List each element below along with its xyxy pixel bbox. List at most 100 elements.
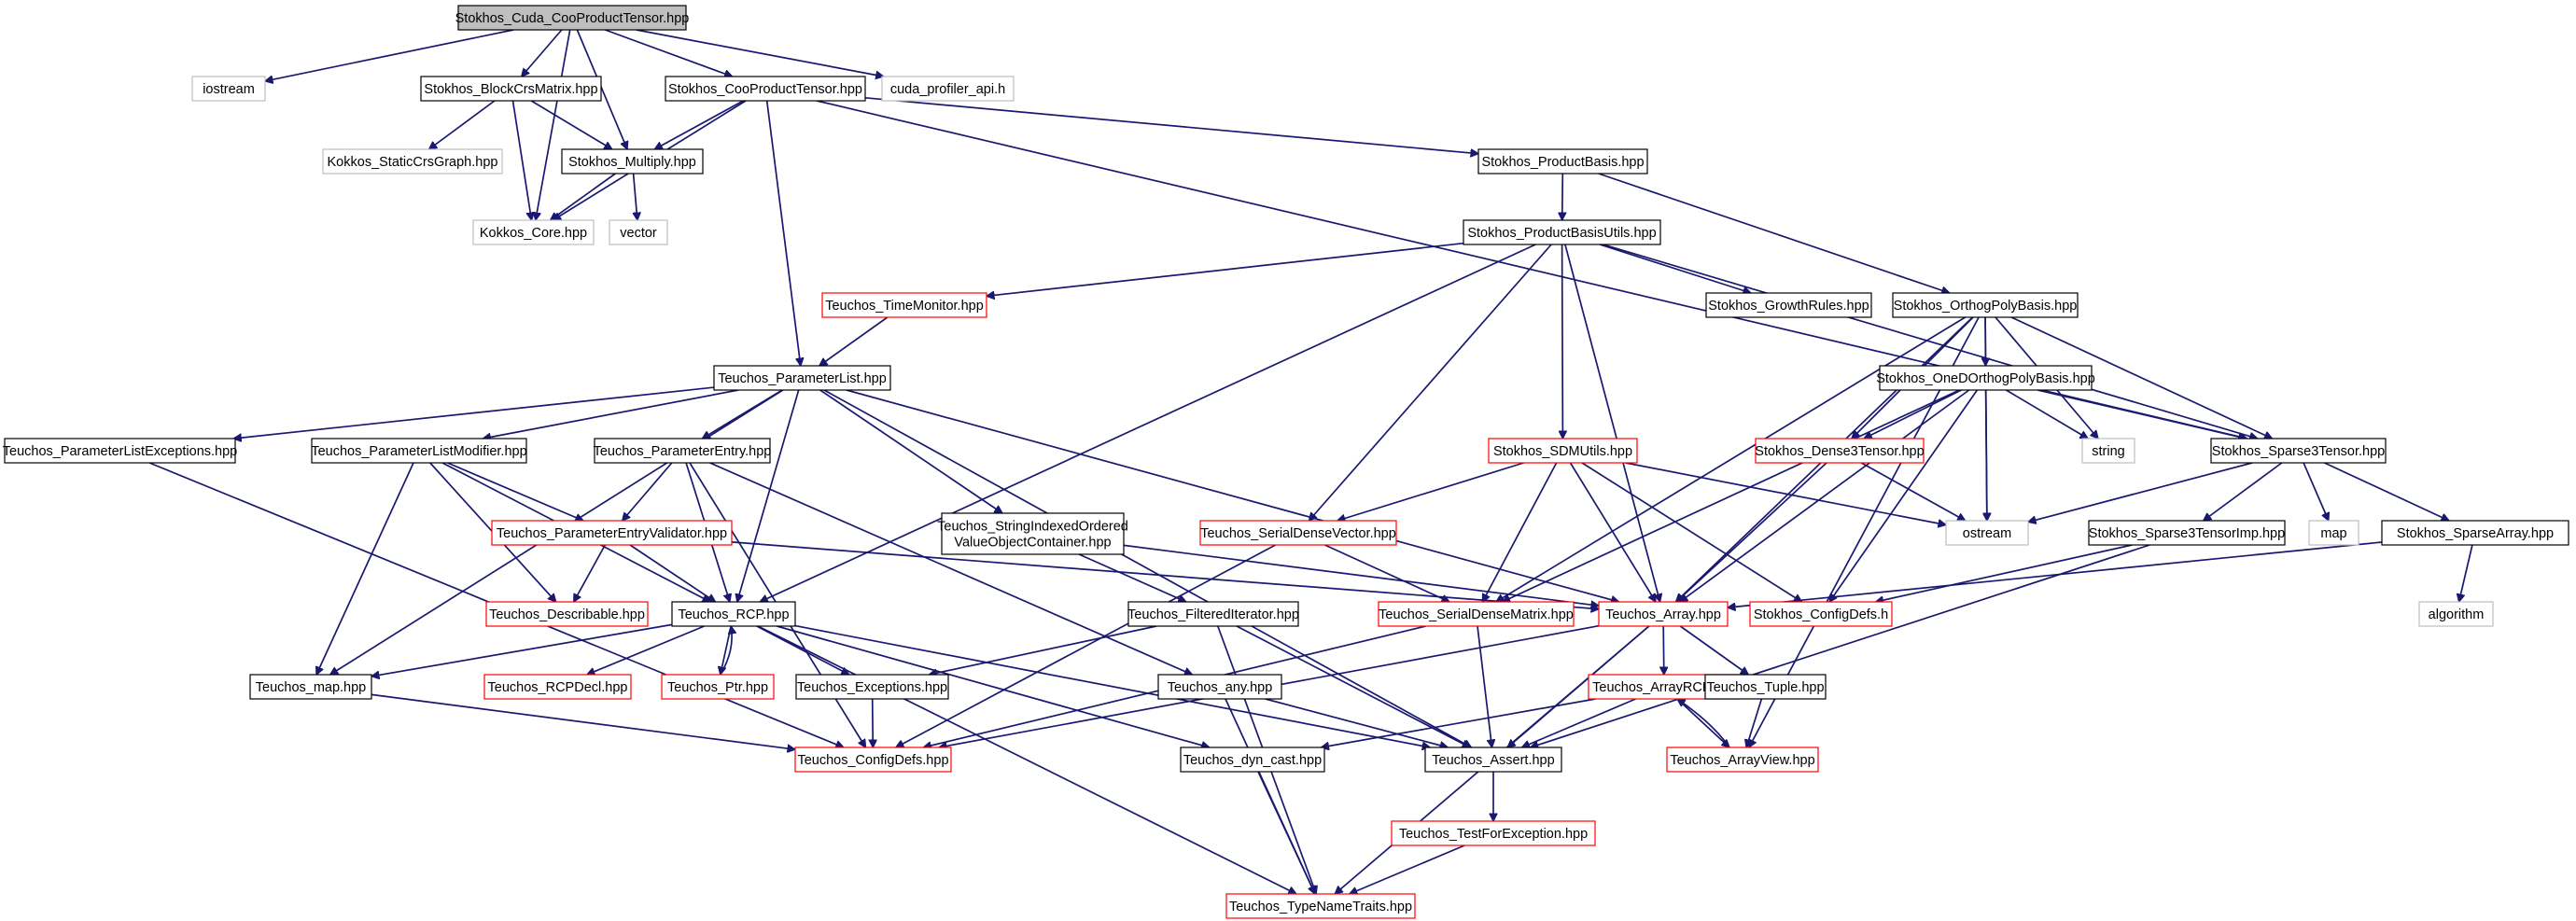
node-box [1892,292,2079,318]
edge-root-to-cudaprof [636,29,884,77]
node-stringindexed[interactable]: Teuchos_StringIndexedOrderedValueObjectC… [937,512,1128,555]
edge-paramlistmod-to-paramentryval [447,462,584,521]
edge-sparse3-to-sparsearray [2324,462,2450,521]
node-box [609,219,668,245]
edge-paramlist-to-rcp [737,389,800,602]
node-sparsearray[interactable]: Stokhos_SparseArray.hpp [2381,520,2569,546]
node-serialdensevec[interactable]: Teuchos_SerialDenseVector.hpp [1199,520,1397,546]
node-label: Stokhos_Sparse3TensorImp.hpp [2089,526,2285,541]
node-paramentry[interactable]: Teuchos_ParameterEntry.hpp [594,438,772,464]
node-vector[interactable]: vector [609,219,668,245]
node-pbutils[interactable]: Stokhos_ProductBasisUtils.hpp [1463,219,1661,245]
node-label: Kokkos_StaticCrsGraph.hpp [328,155,498,170]
node-label: vector [620,226,657,241]
edge-pbutils-to-tarray [1564,244,1660,602]
node-paramlistexc[interactable]: Teuchos_ParameterListExceptions.hpp [3,438,237,464]
node-algorithm[interactable]: algorithm [2418,601,2494,627]
edge-paramlist-to-tarray [846,389,1619,602]
node-box [4,438,236,464]
node-rcpdecl[interactable]: Teuchos_RCPDecl.hpp [483,674,632,700]
node-exceptions[interactable]: Teuchos_Exceptions.hpp [795,674,949,700]
edge-tuple-to-arrayview [1746,698,1763,747]
node-paramlistmod[interactable]: Teuchos_ParameterListModifier.hpp [311,438,527,464]
edge-onedortho-to-sparse3 [2037,389,2246,439]
node-label: Teuchos_Tuple.hpp [1706,680,1824,695]
node-dyncast[interactable]: Teuchos_dyn_cast.hpp [1180,747,1325,773]
node-ptr[interactable]: Teuchos_Ptr.hpp [661,674,775,700]
node-box [2088,520,2286,546]
node-staticcrs[interactable]: Kokkos_StaticCrsGraph.hpp [322,148,503,174]
node-tmap[interactable]: Teuchos_map.hpp [249,674,372,700]
node-box [1704,674,1827,700]
node-teuchosconfig[interactable]: Teuchos_ConfigDefs.hpp [794,747,952,773]
node-configdefsh[interactable]: Stokhos_ConfigDefs.h [1749,601,1893,627]
edge-pbutils-to-timemonitor [987,242,1464,297]
node-root[interactable]: Stokhos_Cuda_CooProductTensor.hpp [455,5,690,31]
edge-onedortho-to-configdefsh [1829,389,1979,602]
node-paramentryval[interactable]: Teuchos_ParameterEntryValidator.hpp [491,520,733,546]
node-string[interactable]: string [2081,438,2135,464]
node-label: Stokhos_Sparse3Tensor.hpp [2212,444,2385,459]
edge-pbutils-to-rcp [760,244,1536,602]
node-sparse3imp[interactable]: Stokhos_Sparse3TensorImp.hpp [2088,520,2286,546]
node-sparse3[interactable]: Stokhos_Sparse3Tensor.hpp [2210,438,2387,464]
node-label: cuda_profiler_api.h [890,82,1005,97]
node-paramlist[interactable]: Teuchos_ParameterList.hpp [713,365,891,391]
node-kokkoscore[interactable]: Kokkos_Core.hpp [472,219,595,245]
node-typenametraits[interactable]: Teuchos_TypeNameTraits.hpp [1225,893,1416,919]
node-timemonitor[interactable]: Teuchos_TimeMonitor.hpp [821,292,987,318]
node-label: Stokhos_Cuda_CooProductTensor.hpp [455,11,690,26]
node-label: Teuchos_ParameterListExceptions.hpp [3,444,237,459]
node-box [671,601,796,627]
node-rcp[interactable]: Teuchos_RCP.hpp [671,601,796,627]
node-box [1225,893,1416,919]
node-label: Stokhos_SparseArray.hpp [2397,526,2554,541]
edge-serialdensemat-to-assert [1477,625,1492,747]
node-box [794,747,952,773]
node-tuple[interactable]: Teuchos_Tuple.hpp [1704,674,1827,700]
edge-paramlist-to-stringindexed [819,389,1002,513]
node-sdmutils[interactable]: Stokhos_SDMUtils.hpp [1488,438,1638,464]
node-label: Kokkos_Core.hpp [480,226,587,241]
node-label: ValueObjectContainer.hpp [954,536,1111,551]
node-cooproduct[interactable]: Stokhos_CooProductTensor.hpp [665,76,866,102]
node-cudaprof[interactable]: cuda_profiler_api.h [881,76,1015,102]
edge-onedortho-to-dense3 [1864,389,1962,440]
node-box [2381,520,2569,546]
node-box [561,148,704,174]
edge-paramentryval-to-tarray [731,541,1599,609]
node-box [941,512,1125,555]
node-blockcrs[interactable]: Stokhos_BlockCrsMatrix.hpp [420,76,602,102]
node-box [1463,219,1661,245]
node-describable[interactable]: Teuchos_Describable.hpp [485,601,649,627]
node-box [1180,747,1325,773]
node-testforexc[interactable]: Teuchos_TestForException.hpp [1391,820,1596,846]
node-box [2081,438,2135,464]
node-serialdensemat[interactable]: Teuchos_SerialDenseMatrix.hpp [1378,601,1575,627]
edge-paramlist-to-assert [823,389,1472,748]
node-map[interactable]: map [2308,520,2359,546]
node-orthopoly[interactable]: Stokhos_OrthogPolyBasis.hpp [1892,292,2079,318]
node-growthrules[interactable]: Stokhos_GrowthRules.hpp [1705,292,1872,318]
node-onedortho[interactable]: Stokhos_OneDOrthogPolyBasis.hpp [1876,365,2095,391]
node-any[interactable]: Teuchos_any.hpp [1157,674,1282,700]
node-assert[interactable]: Teuchos_Assert.hpp [1424,747,1562,773]
node-multiply[interactable]: Stokhos_Multiply.hpp [561,148,704,174]
edge-orthopoly-to-sparse3 [2010,316,2273,439]
node-label: Teuchos_FilteredIterator.hpp [1127,607,1299,622]
node-box [1488,438,1638,464]
node-tarray[interactable]: Teuchos_Array.hpp [1598,601,1729,627]
edge-sdmutils-to-serialdensemat [1481,462,1558,602]
node-box [1598,601,1729,627]
edge-tmap-to-teuchosconfig [371,693,795,749]
node-box [1199,520,1397,546]
node-box [713,365,891,391]
node-ostream[interactable]: ostream [1945,520,2029,546]
edge-onedortho-to-tarray [1680,389,1970,602]
node-iostream[interactable]: iostream [191,76,266,102]
node-arrayview[interactable]: Teuchos_ArrayView.hpp [1666,747,1819,773]
node-filterediter[interactable]: Teuchos_FilteredIterator.hpp [1127,601,1299,627]
node-dense3[interactable]: Stokhos_Dense3Tensor.hpp [1755,438,1925,464]
node-productbasis[interactable]: Stokhos_ProductBasis.hpp [1477,148,1648,174]
